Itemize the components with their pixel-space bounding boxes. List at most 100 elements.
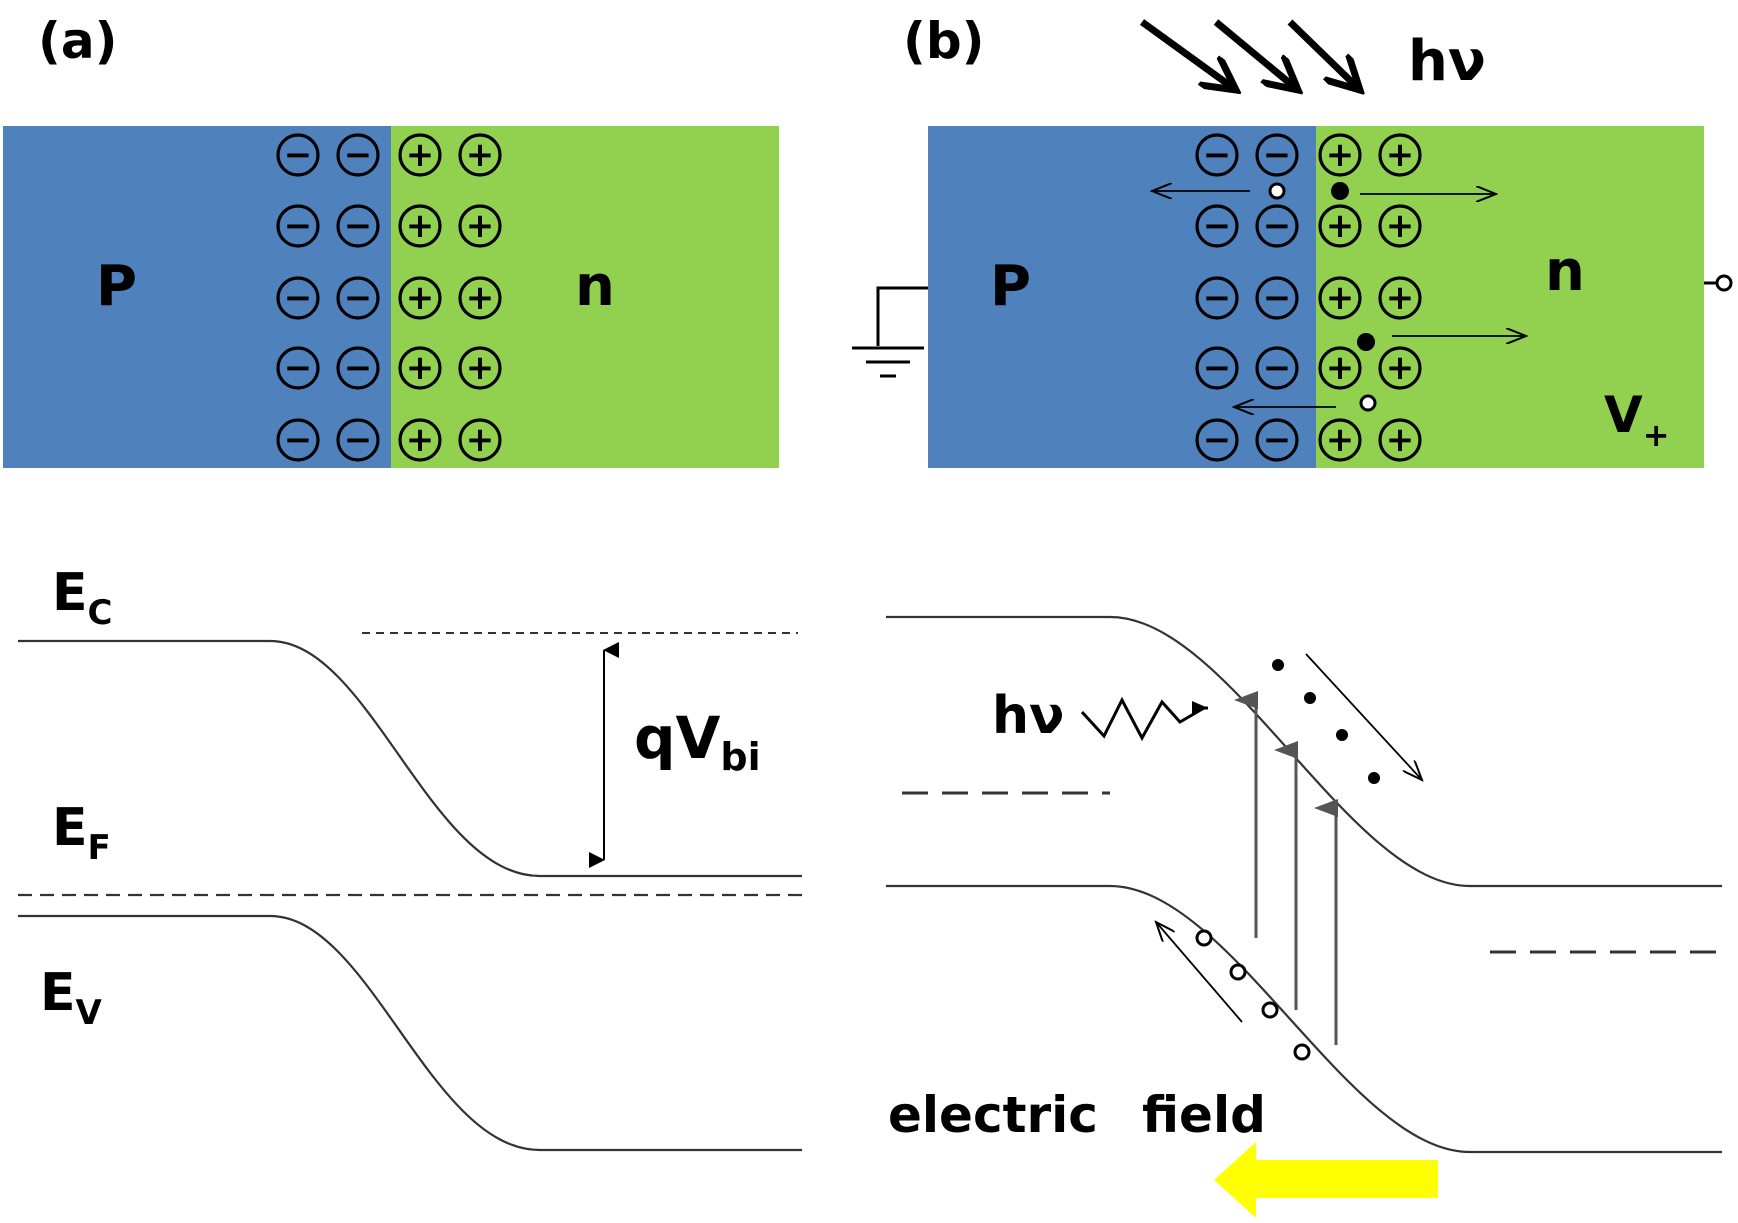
- n-region-a: [391, 126, 779, 468]
- carriers-b: [1152, 182, 1526, 410]
- acceptor-ion: −: [1195, 133, 1239, 177]
- minus-sign: −: [284, 206, 313, 246]
- minus-sign: −: [1263, 420, 1292, 460]
- electron: [1331, 182, 1349, 200]
- donor-ion: +: [398, 204, 442, 248]
- minus-sign: −: [344, 348, 373, 388]
- electric-field-arrow: [1214, 1142, 1438, 1218]
- donor-ion: +: [458, 346, 502, 390]
- minus-sign: −: [344, 278, 373, 318]
- hole: [1359, 394, 1377, 412]
- donor-ion: +: [1318, 204, 1362, 248]
- voltage-label: V+: [1604, 386, 1670, 454]
- donor-ion: +: [458, 133, 502, 177]
- ef-label: EF: [52, 798, 111, 868]
- acceptor-ion: −: [1255, 346, 1299, 390]
- qvbi-label: qVbi: [634, 704, 761, 779]
- minus-sign: −: [284, 135, 313, 175]
- acceptor-ion: −: [276, 133, 320, 177]
- p-region-a: [3, 126, 391, 468]
- acceptor-ion: −: [1195, 346, 1239, 390]
- plus-sign: +: [406, 348, 435, 388]
- minus-sign: −: [1263, 278, 1292, 318]
- acceptor-ion: −: [1195, 276, 1239, 320]
- acceptor-ion: −: [276, 204, 320, 248]
- donor-ion: +: [458, 204, 502, 248]
- electron: [1357, 333, 1375, 351]
- minus-sign: −: [284, 420, 313, 460]
- plus-sign: +: [1326, 206, 1355, 246]
- p-label-b: P: [990, 254, 1031, 319]
- donor-ion: +: [398, 133, 442, 177]
- acceptor-ion: −: [1255, 276, 1299, 320]
- acceptor-ion: −: [1255, 204, 1299, 248]
- donor-ion: +: [1318, 346, 1362, 390]
- plus-sign: +: [1386, 135, 1415, 175]
- light-arrow: [1213, 19, 1298, 90]
- minus-sign: −: [1263, 348, 1292, 388]
- plus-sign: +: [466, 135, 495, 175]
- plus-sign: +: [1326, 278, 1355, 318]
- plus-sign: +: [1386, 278, 1415, 318]
- donor-ion: +: [1378, 133, 1422, 177]
- conduction-band-b: [886, 615, 1722, 888]
- minus-sign: −: [1203, 135, 1232, 175]
- plus-sign: +: [1386, 420, 1415, 460]
- acceptor-ion: −: [1255, 133, 1299, 177]
- minus-sign: −: [1203, 348, 1232, 388]
- electrons-in-cb: [1272, 659, 1380, 784]
- electron-flow-arrow: [1305, 653, 1422, 780]
- plus-sign: +: [1386, 206, 1415, 246]
- valence-band-a: [18, 914, 802, 1152]
- donor-ion: +: [1318, 133, 1362, 177]
- acceptor-ion: −: [276, 418, 320, 462]
- donor-ion: +: [1318, 276, 1362, 320]
- ev-label: EV: [40, 963, 103, 1033]
- plus-sign: +: [406, 278, 435, 318]
- donor-ion: +: [1378, 418, 1422, 462]
- acceptor-ion: −: [336, 133, 380, 177]
- minus-sign: −: [344, 206, 373, 246]
- ec-label: EC: [52, 563, 112, 633]
- acceptor-ion: −: [1195, 418, 1239, 462]
- light-arrow: [1139, 19, 1236, 90]
- acceptor-ion: −: [336, 276, 380, 320]
- minus-sign: −: [1203, 278, 1232, 318]
- acceptor-ion: −: [1255, 418, 1299, 462]
- conduction-band-a: [18, 639, 802, 878]
- plus-sign: +: [466, 278, 495, 318]
- minus-sign: −: [1203, 420, 1232, 460]
- minus-sign: −: [284, 348, 313, 388]
- hole: [1268, 182, 1286, 200]
- light-arrow: [1287, 19, 1360, 90]
- acceptor-ion: −: [336, 204, 380, 248]
- panel-b: (b) hν P n V+ −−++−−++−−++−−++−−++: [852, 12, 1733, 468]
- minus-sign: −: [344, 135, 373, 175]
- acceptor-ion: −: [336, 346, 380, 390]
- plus-sign: +: [466, 348, 495, 388]
- n-label-a: n: [575, 254, 615, 319]
- donor-ion: +: [398, 418, 442, 462]
- acceptor-ion: −: [336, 418, 380, 462]
- donor-ion: +: [398, 346, 442, 390]
- plus-sign: +: [466, 420, 495, 460]
- donor-ion: +: [1378, 276, 1422, 320]
- band-diagram-a: EC EF EV qVbi: [18, 563, 802, 1152]
- donor-ion: +: [398, 276, 442, 320]
- incoming-light-arrows: [1139, 19, 1360, 90]
- acceptor-ion: −: [276, 346, 320, 390]
- plus-sign: +: [406, 420, 435, 460]
- plus-sign: +: [406, 206, 435, 246]
- donor-ion: +: [1318, 418, 1362, 462]
- donor-ion: +: [1378, 346, 1422, 390]
- minus-sign: −: [1203, 206, 1232, 246]
- donor-ion: +: [458, 418, 502, 462]
- minus-sign: −: [344, 420, 373, 460]
- plus-sign: +: [1326, 420, 1355, 460]
- holes-in-vb: [1195, 929, 1311, 1061]
- photon-label-top: hν: [1408, 29, 1486, 94]
- depletion-ions-a: −−++−−++−−++−−++−−++: [276, 133, 502, 462]
